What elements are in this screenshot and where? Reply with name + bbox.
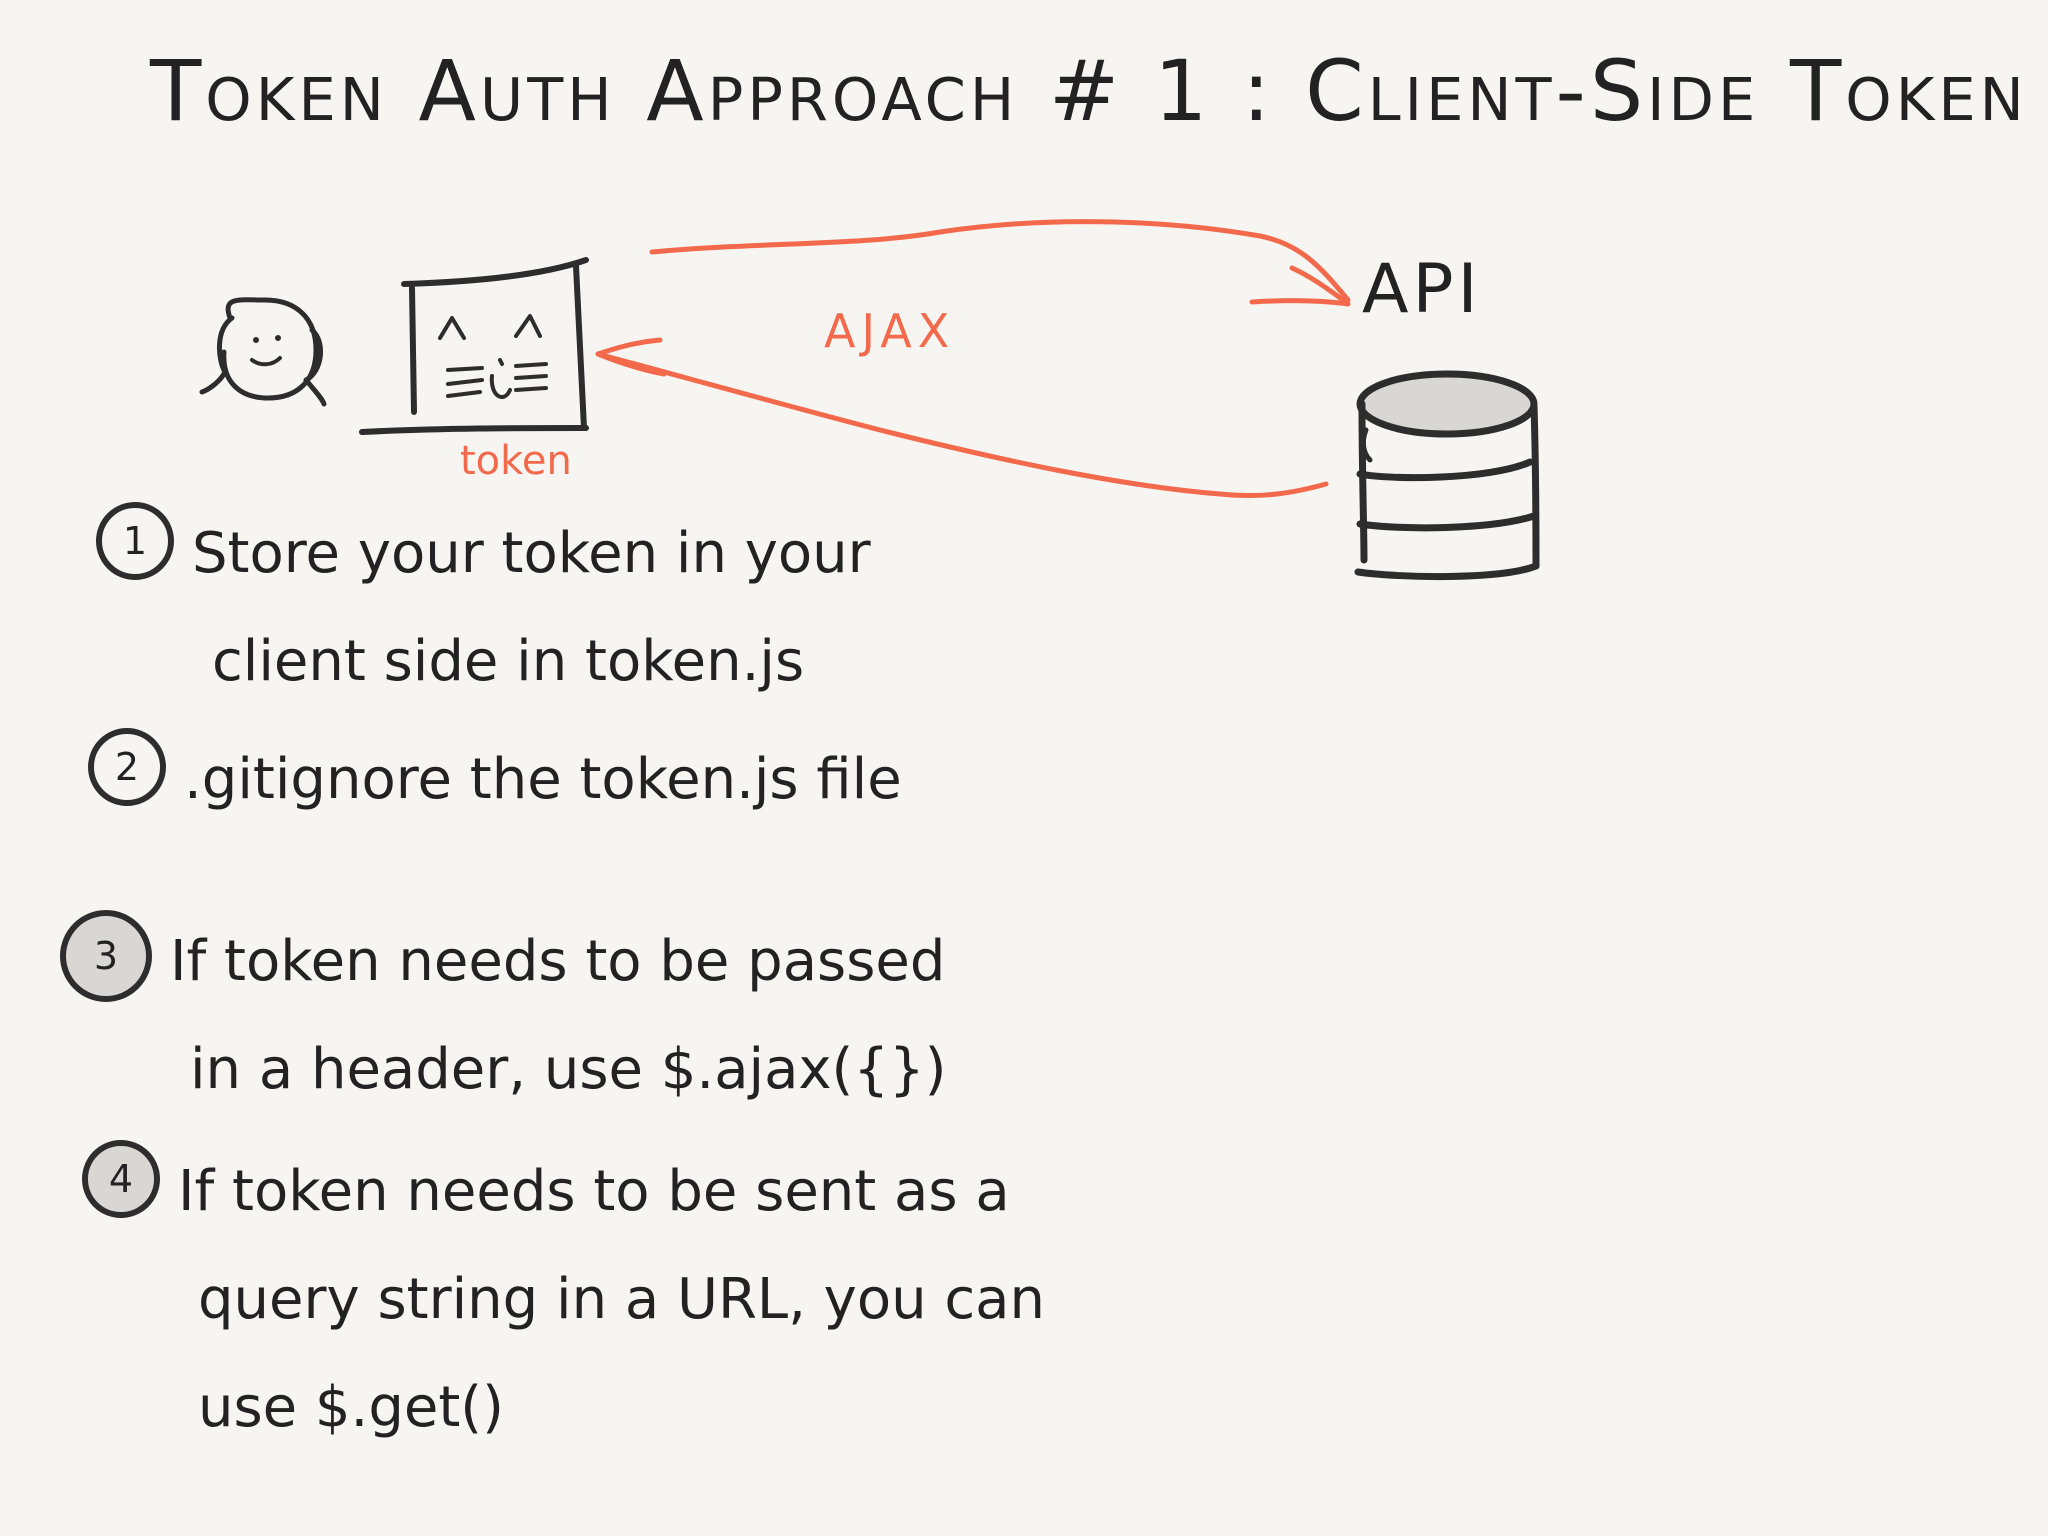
step-number-badge: 3 bbox=[60, 910, 152, 1002]
arrow-left-icon bbox=[595, 337, 1329, 499]
step-3: 3 If token needs to be passed in a heade… bbox=[60, 908, 947, 1124]
step-4: 4 If token needs to be sent as a query s… bbox=[82, 1138, 1045, 1462]
step-number-badge: 1 bbox=[96, 502, 174, 580]
step-1: 1 Store your token in your client side i… bbox=[96, 500, 871, 716]
arrow-right-icon bbox=[649, 219, 1351, 307]
step-text-line: If token needs to be sent as a bbox=[178, 1159, 1010, 1224]
step-2: 2 .gitignore the token.js file bbox=[88, 726, 902, 834]
step-text-line: Store your token in your bbox=[192, 521, 871, 586]
step-text-line: .gitignore the token.js file bbox=[184, 747, 902, 812]
ajax-label: AJAX bbox=[824, 304, 956, 358]
page-title: Token Auth Approach # 1 : Client-Side To… bbox=[150, 42, 2028, 140]
api-label: API bbox=[1362, 250, 1482, 329]
person-face-icon bbox=[199, 297, 327, 407]
step-text-line: If token needs to be passed bbox=[170, 929, 946, 994]
step-number-badge: 2 bbox=[88, 728, 166, 806]
database-icon bbox=[1354, 370, 1540, 581]
step-text-line: use $.get() bbox=[198, 1375, 505, 1440]
cat-face-browser-icon bbox=[359, 257, 589, 435]
token-label: token bbox=[460, 438, 572, 484]
step-text-line: in a header, use $.ajax({}) bbox=[190, 1037, 947, 1102]
step-text-line: client side in token.js bbox=[212, 629, 805, 694]
step-text-line: query string in a URL, you can bbox=[198, 1267, 1045, 1332]
step-number-badge: 4 bbox=[82, 1140, 160, 1218]
